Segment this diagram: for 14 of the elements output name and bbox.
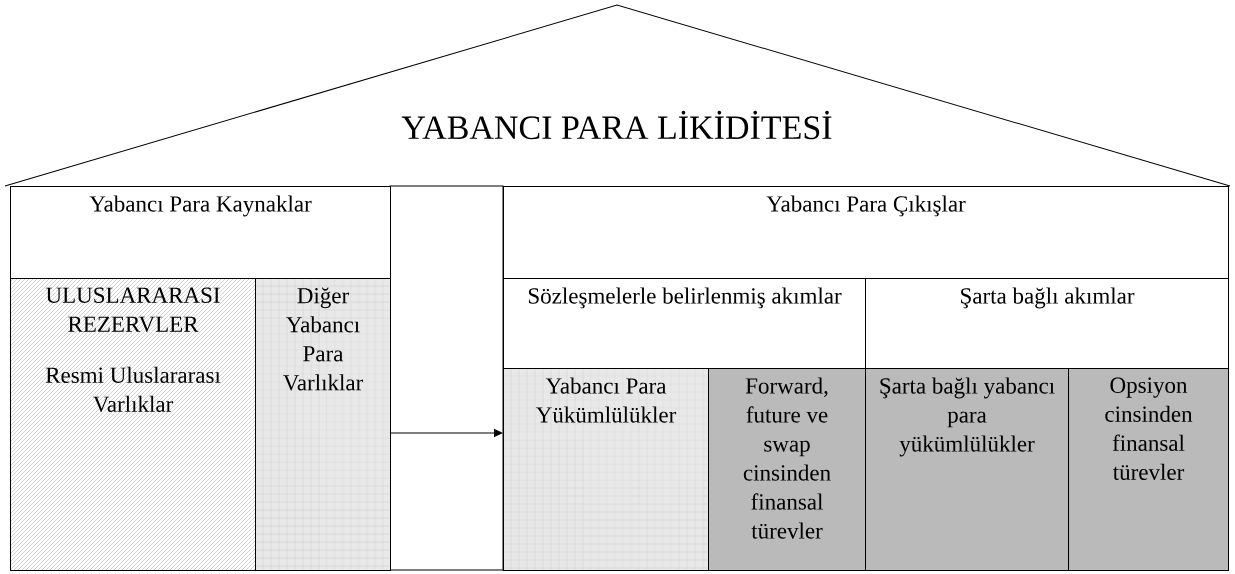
- subheader-box: Şarta bağlı akımlar: [865, 278, 1229, 369]
- category-box: Diğer Yabancı Para Varlıklar: [255, 278, 391, 571]
- header-box: Yabancı Para Çıkışlar: [503, 186, 1229, 279]
- header-box: Yabancı Para Kaynaklar: [10, 186, 391, 279]
- subheader-box: Sözleşmelerle belirlenmiş akımlar: [503, 278, 866, 369]
- category-box: Opsiyon cinsinden finansal türevler: [1068, 368, 1229, 571]
- category-box: Şarta bağlı yabancı para yükümlülükler: [865, 368, 1069, 571]
- category-box: Forward, future ve swap cinsinden finansal türevler: [708, 368, 866, 571]
- node-label: Opsiyon cinsinden finansal türevler: [1105, 377, 1193, 480]
- arrow: [390, 429, 503, 437]
- category-box: ULUSLARARASI REZERVLER Resmi Uluslararası Varlıklar: [10, 278, 256, 571]
- node-label: Forward, future ve swap cinsinden finansal türevler: [743, 377, 831, 539]
- node-label: Şarta bağlı yabancı para yükümlülükler: [880, 377, 1055, 457]
- category-box: Yabancı Para Yükümlülükler: [503, 368, 709, 571]
